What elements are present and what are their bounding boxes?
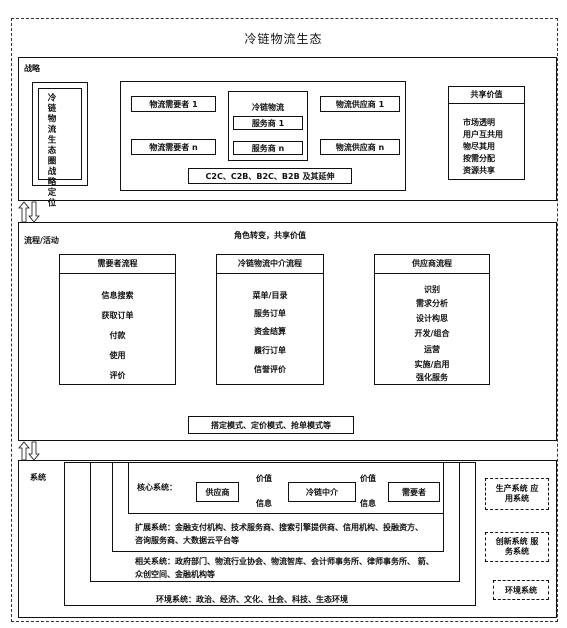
demander-process-step: 评价 bbox=[109, 371, 126, 380]
strategy-label: 战略 bbox=[24, 64, 40, 73]
supplier-n-box: 物流供应商 n bbox=[320, 139, 400, 155]
environment-system-text: 环境系统：政治、经济、文化、社会、科技、生态环境 bbox=[156, 595, 348, 604]
cold-chain-logistics-label: 冷链物流 bbox=[252, 103, 284, 112]
service-1-box: 服务商 1 bbox=[233, 116, 303, 130]
extension-system-text: 扩展系统：金融支付机构、技术服务商、搜索引擎提供商、信用机构、投融资方、咨询服务… bbox=[135, 523, 423, 545]
production-system-box: 生产系统 应用系统 bbox=[485, 478, 549, 510]
process-top-note: 角色转变，共享价值 bbox=[234, 231, 306, 240]
demander-n-box: 物流需要者 n bbox=[131, 139, 216, 155]
service-n-label: 服务商 n bbox=[251, 144, 285, 153]
info-flow-label: 信息 bbox=[360, 499, 376, 508]
service-1-label: 服务商 1 bbox=[251, 119, 285, 128]
shared-value-title: 共享价值 bbox=[470, 90, 503, 99]
shared-value-item: 资源共享 bbox=[463, 166, 495, 175]
shared-value-header-line bbox=[448, 103, 525, 104]
supplier-1-label: 物流供应商 1 bbox=[335, 100, 385, 109]
demander-process-title: 需要者流程 bbox=[97, 259, 138, 268]
core-supplier-label: 供应商 bbox=[205, 488, 230, 497]
business-modes-box: C2C、C2B、B2C、B2B 及其延伸 bbox=[188, 168, 352, 184]
core-system-label: 核心系统： bbox=[137, 483, 177, 492]
intermediary-process-step: 资金结算 bbox=[254, 327, 286, 336]
shared-value-box bbox=[448, 86, 525, 180]
demander-1-box: 物流需要者 1 bbox=[131, 96, 216, 112]
demander-process-step: 信息搜索 bbox=[101, 291, 134, 300]
intermediary-process-header-line bbox=[216, 273, 324, 274]
strategy-positioning-inner bbox=[38, 88, 82, 180]
core-demander-label: 需要者 bbox=[402, 488, 426, 497]
intermediary-process-step: 服务订单 bbox=[254, 309, 286, 318]
supplier-process-step: 强化服务 bbox=[416, 373, 448, 382]
intermediary-process-step: 菜单/目录 bbox=[252, 291, 288, 300]
demander-process-step: 付款 bbox=[109, 331, 126, 340]
demander-1-label: 物流需要者 1 bbox=[149, 100, 198, 109]
supplier-process-step: 需求分析 bbox=[416, 299, 448, 308]
demander-process-step: 使用 bbox=[109, 351, 126, 360]
supplier-process-step: 开发/组合 bbox=[414, 329, 450, 338]
innovation-system-box: 创新系统 服务系统 bbox=[485, 532, 549, 562]
pricing-models-box: 搭定模式、定价模式、抢单模式等 bbox=[188, 416, 354, 434]
demander-process-step: 获取订单 bbox=[101, 311, 134, 320]
pricing-models-label: 搭定模式、定价模式、抢单模式等 bbox=[211, 421, 331, 430]
process-label: 流程/活动 bbox=[24, 236, 59, 245]
supplier-process-title: 供应商流程 bbox=[412, 259, 452, 268]
environment-system-side-label: 环境系统 bbox=[505, 586, 537, 595]
demander-process-box bbox=[59, 254, 176, 385]
info-flow-label: 信息 bbox=[256, 499, 272, 508]
shared-value-item: 物尽其用 bbox=[463, 142, 495, 151]
related-system-text: 相关系统：政府部门、物流行业协会、物流智库、会计师事务所、律师事务所、 箭、众创… bbox=[135, 557, 434, 579]
intermediary-process-step: 信誉评价 bbox=[254, 365, 286, 374]
innovation-system-label: 创新系统 服务系统 bbox=[495, 537, 539, 556]
demander-n-label: 物流需要者 n bbox=[149, 143, 198, 152]
core-intermediary-label: 冷链中介 bbox=[306, 488, 338, 497]
core-supplier-box: 供应商 bbox=[196, 482, 239, 502]
supplier-process-step: 设计构思 bbox=[416, 314, 448, 323]
business-modes-label: C2C、C2B、B2C、B2B 及其延伸 bbox=[205, 172, 335, 181]
intermediary-process-step: 履行订单 bbox=[254, 346, 286, 355]
page-title: 冷链物流生态 bbox=[244, 32, 323, 46]
shared-value-item: 按需分配 bbox=[463, 154, 495, 163]
supplier-1-box: 物流供应商 1 bbox=[320, 96, 400, 112]
intermediary-process-title: 冷链物流中介流程 bbox=[238, 259, 302, 268]
supplier-process-step: 实施/启用 bbox=[414, 360, 450, 369]
core-demander-box: 需要者 bbox=[388, 482, 440, 502]
supplier-n-label: 物流供应商 n bbox=[335, 143, 385, 152]
supplier-process-header-line bbox=[374, 273, 490, 274]
ecosystem-frame bbox=[11, 18, 558, 622]
demander-process-header-line bbox=[59, 273, 176, 274]
shared-value-item: 用户互共用 bbox=[463, 130, 503, 139]
system-label: 系统 bbox=[30, 473, 46, 482]
value-flow-label: 价值 bbox=[360, 474, 376, 483]
production-system-label: 生产系统 应用系统 bbox=[495, 484, 539, 503]
supplier-process-step: 运营 bbox=[424, 345, 440, 354]
core-intermediary-box: 冷链中介 bbox=[288, 482, 356, 502]
supplier-process-box bbox=[374, 254, 490, 385]
environment-system-box: 环境系统 bbox=[493, 580, 549, 600]
supplier-process-step: 识别 bbox=[424, 285, 440, 294]
strategy-positioning-text: 冷链物流生态圈战略定位 bbox=[46, 93, 56, 209]
intermediary-process-box bbox=[216, 254, 324, 385]
service-n-box: 服务商 n bbox=[233, 141, 303, 155]
value-flow-label: 价值 bbox=[256, 474, 272, 483]
shared-value-item: 市场透明 bbox=[463, 118, 495, 127]
